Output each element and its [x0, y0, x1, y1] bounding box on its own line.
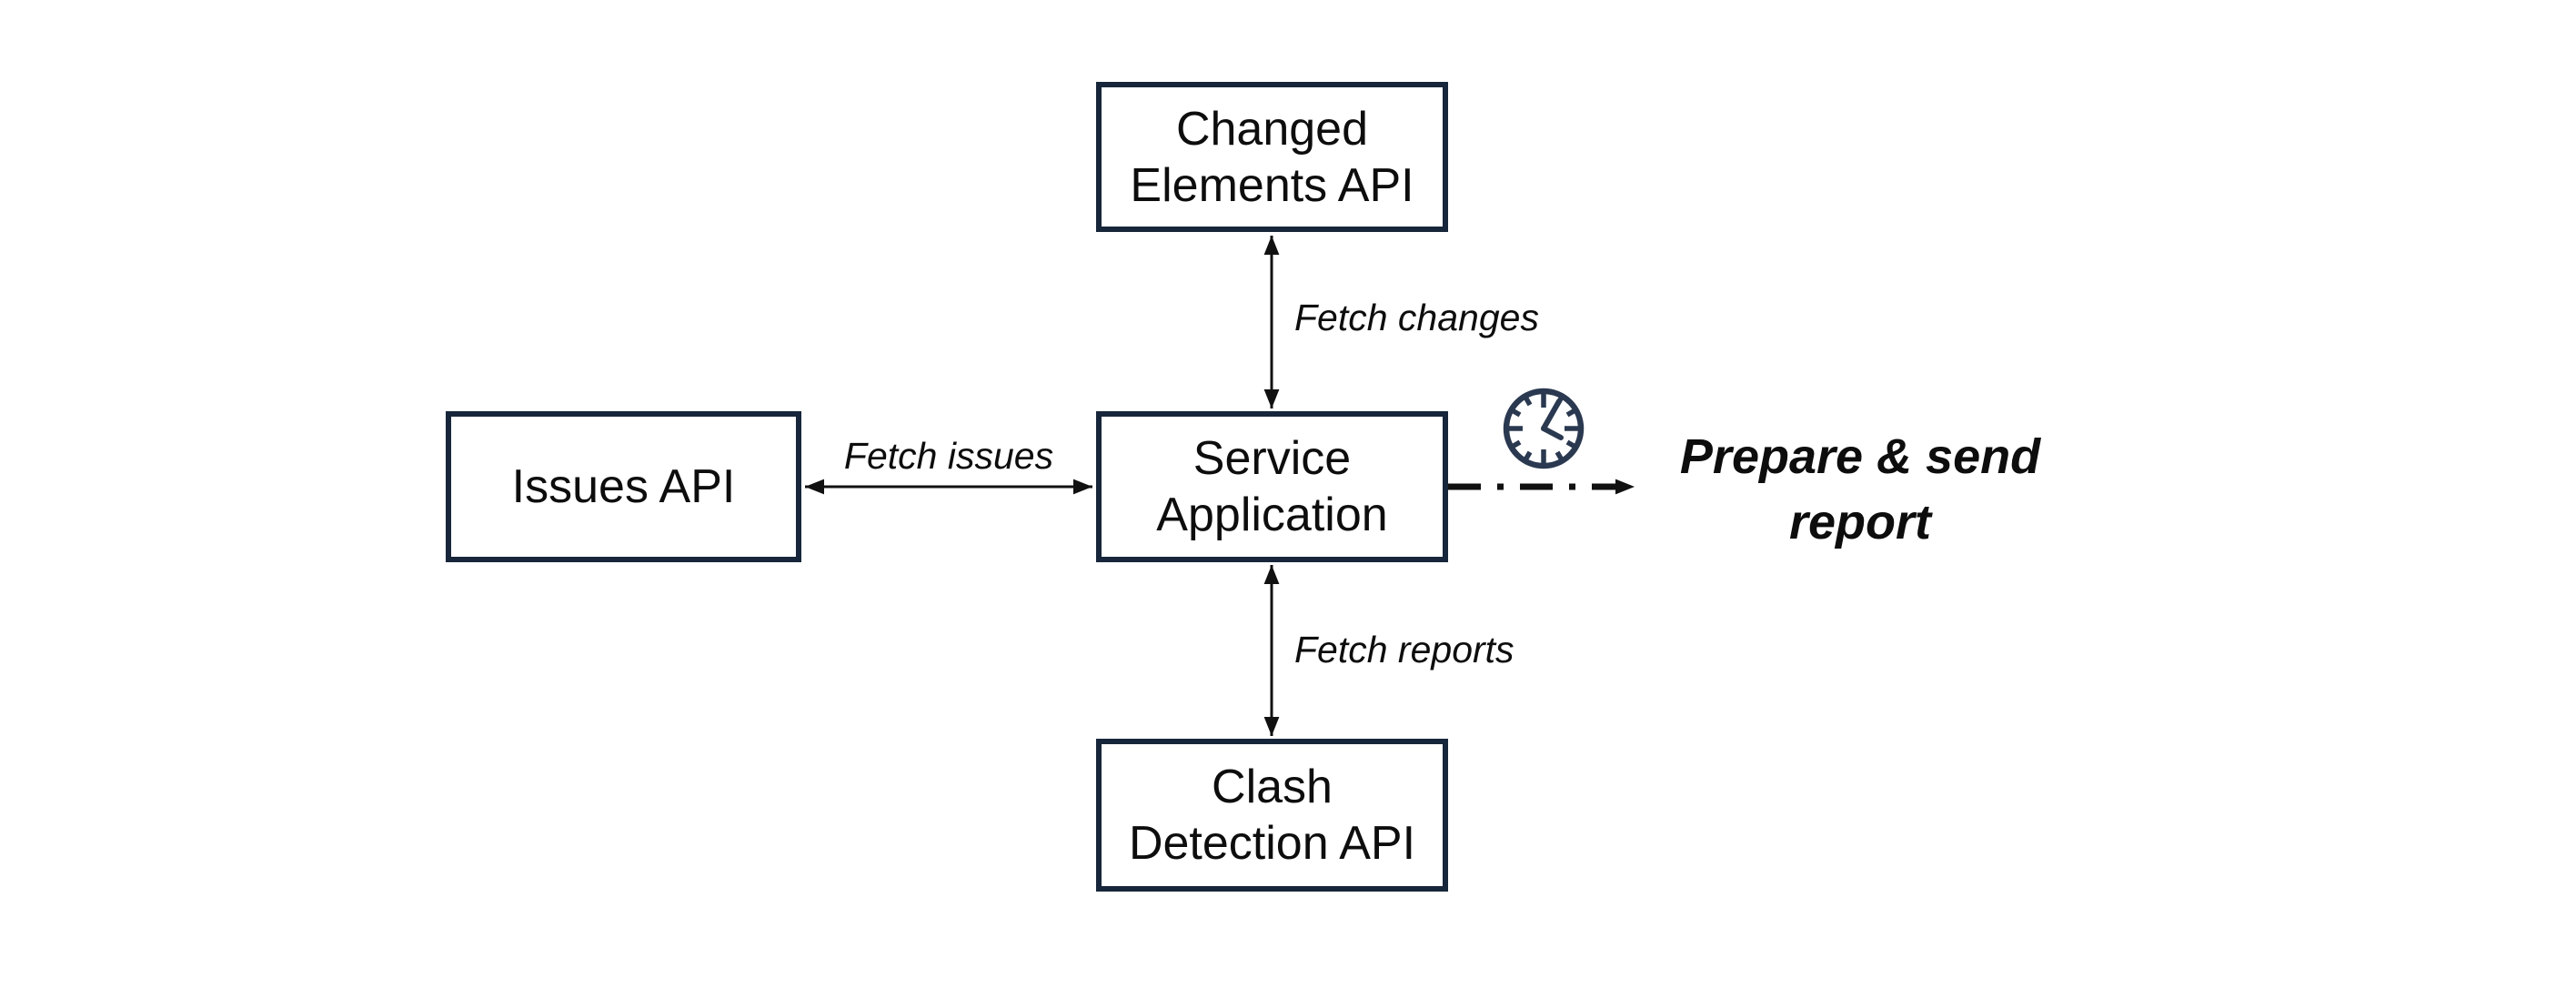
clock-minute-hand — [1541, 398, 1562, 431]
node-label-line: Application — [1156, 489, 1388, 541]
node-label-line: Elements API — [1130, 158, 1414, 212]
annotation-prepare-send-report: Prepare & send report — [1669, 424, 2051, 555]
edge-label-fetch-changes: Fetch changes — [1294, 297, 1539, 338]
node-service-application: Service Application — [1096, 411, 1448, 562]
node-label-line: Clash — [1212, 761, 1333, 813]
node-clash-detection-api: Clash Detection API — [1096, 739, 1448, 892]
clock-hour-hand — [1541, 426, 1564, 440]
clock-ticks — [1506, 391, 1581, 466]
node-label-line: Detection API — [1128, 817, 1416, 870]
annotation-line: report — [1788, 495, 1931, 549]
edge-label-fetch-issues: Fetch issues — [843, 435, 1054, 477]
node-changed-elements-api: Changed Elements API — [1096, 82, 1448, 232]
node-label-line: Changed — [1175, 102, 1369, 156]
node-label-line: Service — [1192, 432, 1352, 485]
edge-label-fetch-reports: Fetch reports — [1294, 629, 1514, 670]
clock-icon — [1503, 388, 1585, 469]
annotation-line: Prepare & send — [1679, 429, 2041, 484]
node-issues-api: Issues API — [446, 411, 801, 562]
node-label-line: Issues API — [511, 460, 736, 513]
